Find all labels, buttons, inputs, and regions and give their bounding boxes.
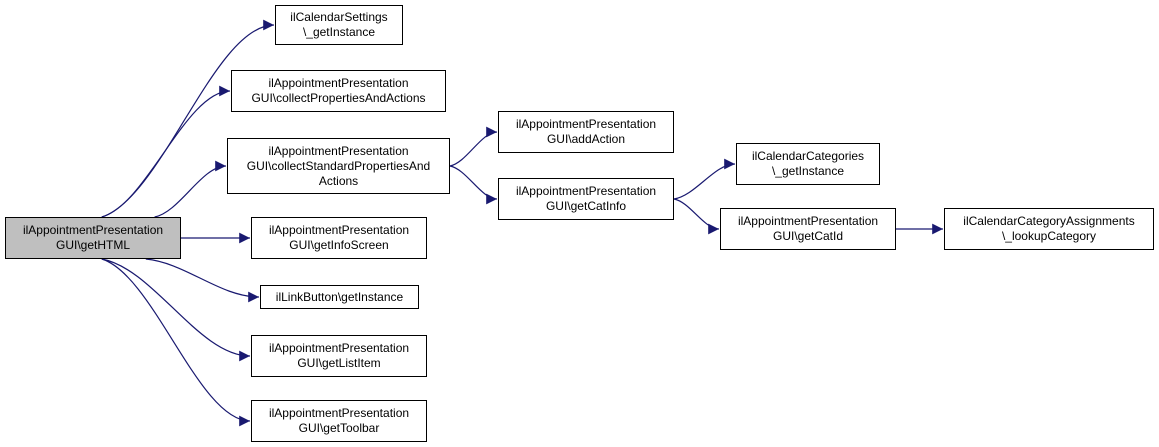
node-calendar-settings-getinstance[interactable]: ilCalendarSettings \_getInstance	[275, 5, 403, 45]
edge-root-to-list_item	[101, 258, 251, 362]
node-collect-properties-and-actions[interactable]: ilAppointmentPresentation GUI\collectPro…	[231, 70, 446, 112]
node-add-action[interactable]: ilAppointmentPresentation GUI\addAction	[498, 111, 674, 153]
edge-root-to-link_button	[145, 258, 260, 303]
node-get-toolbar[interactable]: ilAppointmentPresentation GUI\getToolbar	[251, 400, 427, 442]
edge-cat_info-to-cat_id	[673, 198, 720, 235]
node-get-cat-info[interactable]: ilAppointmentPresentation GUI\getCatInfo	[498, 178, 674, 220]
edge-collect_std-to-add_action	[449, 126, 498, 167]
node-link-button-getinstance[interactable]: ilLinkButton\getInstance	[260, 285, 419, 309]
node-get-list-item[interactable]: ilAppointmentPresentation GUI\getListIte…	[251, 335, 427, 377]
edge-cat_info-to-cal_categories	[673, 158, 736, 200]
node-root-gethtml[interactable]: ilAppointmentPresentation GUI\getHTML	[5, 217, 181, 259]
edge-root-to-collect_std	[154, 160, 227, 218]
edge-root-to-collect_props	[101, 85, 231, 218]
edge-root-to-toolbar	[101, 258, 251, 427]
node-collect-standard-properties-and-actions[interactable]: ilAppointmentPresentation GUI\collectSta…	[227, 138, 450, 194]
node-get-cat-id[interactable]: ilAppointmentPresentation GUI\getCatId	[720, 208, 896, 250]
node-category-assignments-lookup-category[interactable]: ilCalendarCategoryAssignments \_lookupCa…	[944, 208, 1154, 250]
node-get-info-screen[interactable]: ilAppointmentPresentation GUI\getInfoScr…	[251, 217, 427, 259]
edge-collect_std-to-cat_info	[449, 165, 498, 205]
node-calendar-categories-getinstance[interactable]: ilCalendarCategories \_getInstance	[736, 143, 880, 185]
